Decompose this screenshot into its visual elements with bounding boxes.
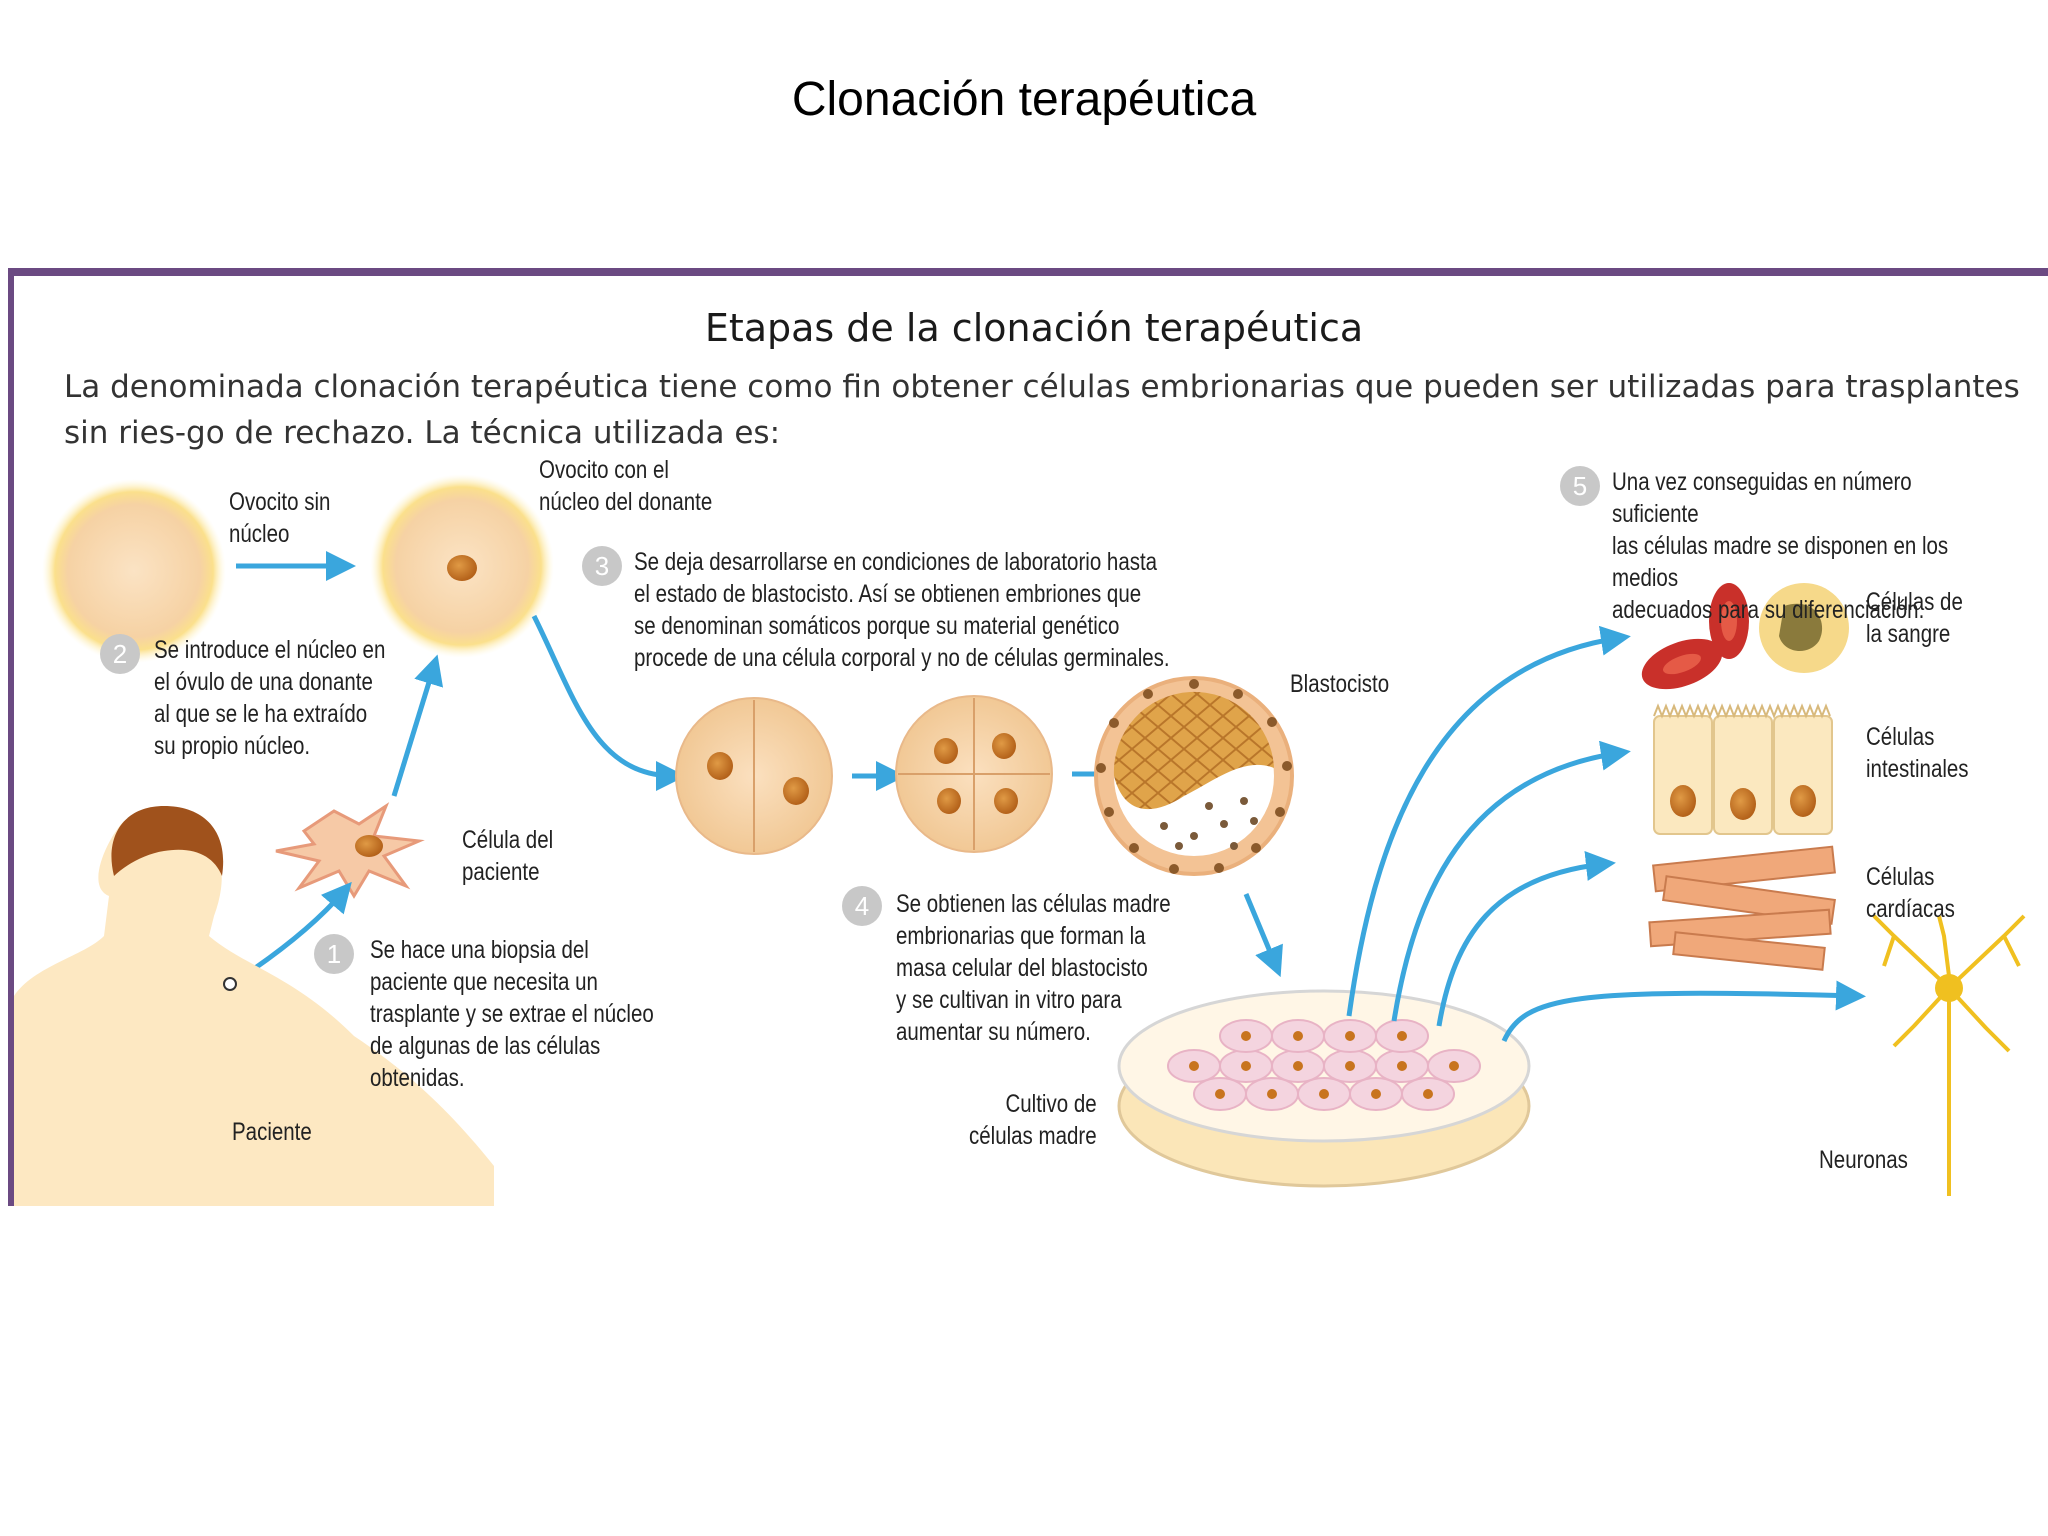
label-oocyte-without-nucleus: Ovocito sin núcleo bbox=[229, 488, 331, 548]
step-1-badge: 1 bbox=[314, 934, 354, 974]
step-1-text: Se hace una biopsia del paciente que nec… bbox=[370, 936, 654, 1092]
embryo-4-cells bbox=[895, 695, 1053, 853]
arrow-to-neurons bbox=[1501, 980, 1866, 1043]
label-intestinal-cells: Células intestinales bbox=[1866, 723, 1969, 783]
label-blastocyst: Blastocisto bbox=[1290, 670, 1390, 698]
arrow-to-culture bbox=[1243, 893, 1283, 978]
arrow-to-cardiac bbox=[1436, 851, 1616, 1027]
step-5-badge: 5 bbox=[1560, 466, 1600, 506]
culture-dish bbox=[1117, 989, 1531, 1188]
label-neurons: Neuronas bbox=[1819, 1146, 1908, 1174]
label-oocyte-with-nucleus: Ovocito con el núcleo del donante bbox=[539, 456, 713, 516]
diagram-panel: Etapas de la clonación terapéutica La de… bbox=[8, 268, 2048, 1206]
patient-figure bbox=[14, 806, 494, 1206]
label-culture: Cultivo de células madre bbox=[969, 1090, 1097, 1150]
blood-cells bbox=[1641, 583, 1849, 690]
neuron bbox=[1872, 914, 2026, 1196]
arrow-to-blood bbox=[1346, 625, 1631, 1017]
label-blood-cells: Células de la sangre bbox=[1866, 588, 1963, 648]
arrow-to-intestinal bbox=[1391, 740, 1631, 1022]
label-patient: Paciente bbox=[232, 1118, 312, 1146]
panel-intro: La denominada clonación terapéutica tien… bbox=[64, 369, 2020, 451]
step-3-badge: 3 bbox=[582, 546, 622, 586]
cardiac-cells bbox=[1648, 845, 1836, 971]
step-4-badge: 4 bbox=[842, 886, 882, 926]
step-3-text: Se deja desarrollarse en condiciones de … bbox=[634, 548, 1170, 672]
panel-title: Etapas de la clonación terapéutica bbox=[704, 306, 1364, 350]
arrow-to-embryo bbox=[531, 614, 686, 791]
diagram-illustration bbox=[14, 474, 2026, 1206]
step-2-badge: 2 bbox=[100, 634, 140, 674]
patient-cell bbox=[275, 802, 425, 899]
step-4-text: Se obtienen las células madre embrionari… bbox=[896, 890, 1171, 1046]
intestinal-cells bbox=[1653, 703, 1833, 835]
oocyte-without-nucleus bbox=[42, 479, 226, 663]
slide-title: Clonación terapéutica bbox=[791, 73, 1257, 126]
embryo-2-cells bbox=[675, 697, 833, 855]
blastocyst bbox=[1094, 676, 1294, 876]
donor-nucleus bbox=[447, 555, 477, 581]
step-5-text: Una vez conseguidas en número suficiente… bbox=[1612, 468, 1949, 624]
label-cardiac-cells: Células cardíacas bbox=[1866, 863, 1955, 923]
step-2-text: Se introduce el núcleo en el óvulo de un… bbox=[154, 636, 386, 760]
arrow-to-oocyte bbox=[391, 654, 444, 797]
label-patient-cell: Célula del paciente bbox=[462, 826, 554, 886]
